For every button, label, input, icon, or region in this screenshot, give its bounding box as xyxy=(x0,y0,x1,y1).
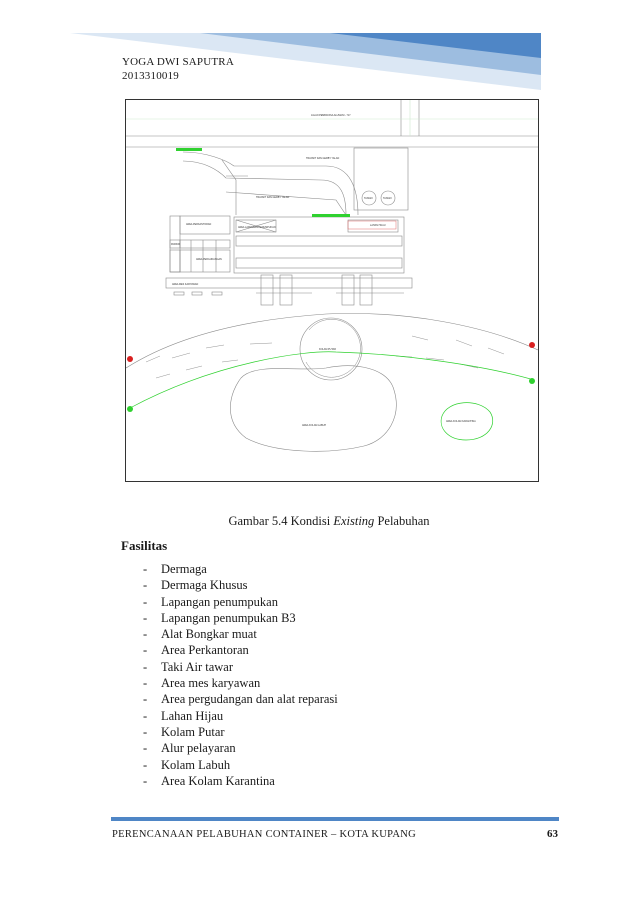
header-band xyxy=(0,30,638,102)
footer-rule xyxy=(111,817,559,821)
list-item: -Area Perkantoran xyxy=(143,643,249,658)
author-name: YOGA DWI SAPUTRA xyxy=(122,56,234,68)
caption-italic: Existing xyxy=(333,514,375,528)
label-b3: AREA LAPANGAN PENUMPUKAN xyxy=(238,226,276,229)
list-item: -Alat Bongkar muat xyxy=(143,627,257,642)
port-layout-figure: JALAN PEMBATASA ALUMANI - 71Y TRANSIT DA… xyxy=(125,99,539,482)
label-parking: PARKIR xyxy=(171,243,180,246)
caption-suffix: Pelabuhan xyxy=(374,514,430,528)
list-item: -Kolam Putar xyxy=(143,724,225,739)
list-item: -Area mes karyawan xyxy=(143,676,261,691)
label-warehouse: AREA PERGUDANGAN xyxy=(196,258,222,261)
footer-title: PERENCANAAN PELABUHAN CONTAINER – KOTA K… xyxy=(112,829,416,840)
label-road-mid: TRANSIT DAN GERBY YALAN xyxy=(306,157,339,160)
list-item: -Dermaga xyxy=(143,562,207,576)
list-item: -Lapangan penumpukan B3 xyxy=(143,610,296,625)
student-id: 2013310019 xyxy=(122,70,179,82)
author-block: YOGA DWI SAPUTRA 2013310019 xyxy=(122,55,234,83)
facility-list: -Dermaga -Dermaga Khusus -Lapangan penum… xyxy=(143,561,338,789)
list-item: -Lahan Hijau xyxy=(143,708,224,723)
figure-caption: Gambar 5.4 Kondisi Existing Pelabuhan xyxy=(0,514,638,529)
label-road-lower: TRANSIT DAN GERBY YALAN xyxy=(256,196,289,199)
label-mess: AREA MES KARYAWAN xyxy=(172,283,198,286)
label-quarantine: AREA KOLAM KARANTINA xyxy=(446,420,476,423)
section-title: Fasilitas xyxy=(121,538,168,553)
label-tank-2: TANGKI xyxy=(383,197,392,200)
label-turning-basin: KOLAM PUTAR xyxy=(319,348,336,351)
label-tank-1: TANGKI xyxy=(364,197,373,200)
page-number: 63 xyxy=(547,828,558,840)
list-item: -Kolam Labuh xyxy=(143,757,231,772)
label-green-area: LAHAN HIJAU xyxy=(370,224,386,227)
list-item: -Taki Air tawar xyxy=(143,659,234,674)
list-item: -Lapangan penumpukan xyxy=(143,594,278,609)
list-item: -Area Kolam Karantina xyxy=(143,773,275,788)
label-anchorage: AREA KOLAM LABUH xyxy=(302,424,326,427)
list-item: -Area pergudangan dan alat reparasi xyxy=(143,692,338,707)
label-office: AREA PERKANTORAN xyxy=(186,223,211,226)
list-item: -Dermaga Khusus xyxy=(143,578,248,593)
caption-prefix: Gambar 5.4 Kondisi xyxy=(228,514,334,528)
list-item: -Alur pelayaran xyxy=(143,741,236,756)
label-road-top: JALAN PEMBATASA ALUMANI - 71Y xyxy=(311,114,351,117)
